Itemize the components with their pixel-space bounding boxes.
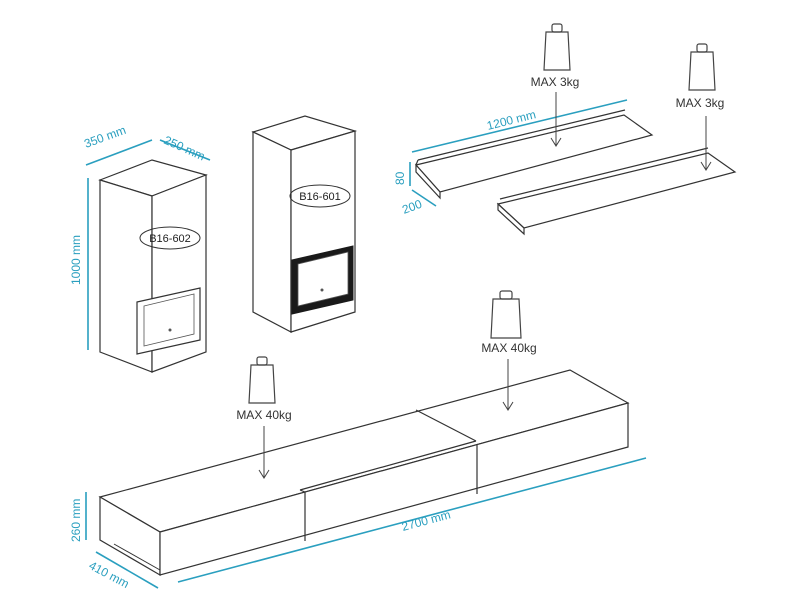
weight-icon [543, 23, 571, 71]
shelf-left-load-label: MAX 3kg [531, 75, 580, 89]
cabinet-b16-602: B16-602 [98, 159, 208, 373]
shelf-depth-label: 200 [400, 197, 424, 217]
tv-unit-right-load-label: MAX 40kg [481, 341, 536, 355]
tv-unit-height-label: 260 mm [69, 499, 83, 542]
cabinet-left-code: B16-602 [149, 233, 191, 245]
cabinet-b16-601: B16-601 [251, 115, 358, 333]
weight-icon [248, 356, 276, 404]
shelf-length-label: 1200 mm [485, 107, 537, 133]
tv-unit-length-label: 2700 mm [400, 507, 452, 533]
cabinet-height-label: 1000 mm [69, 235, 83, 285]
cabinet-depth-label: 250 mm [162, 133, 207, 163]
shelf-height-label: 80 [393, 171, 407, 185]
tv-unit-depth-label: 410 mm [87, 558, 132, 591]
tv-unit [98, 369, 630, 577]
shelf-right-load-label: MAX 3kg [676, 96, 725, 110]
cabinet-width-label: 350 mm [82, 123, 128, 151]
wall-shelves [414, 109, 737, 236]
weight-icon [490, 290, 522, 339]
weight-icon [688, 43, 716, 91]
tv-unit-left-load-label: MAX 40kg [236, 408, 291, 422]
cabinet-right-code: B16-601 [299, 191, 341, 203]
